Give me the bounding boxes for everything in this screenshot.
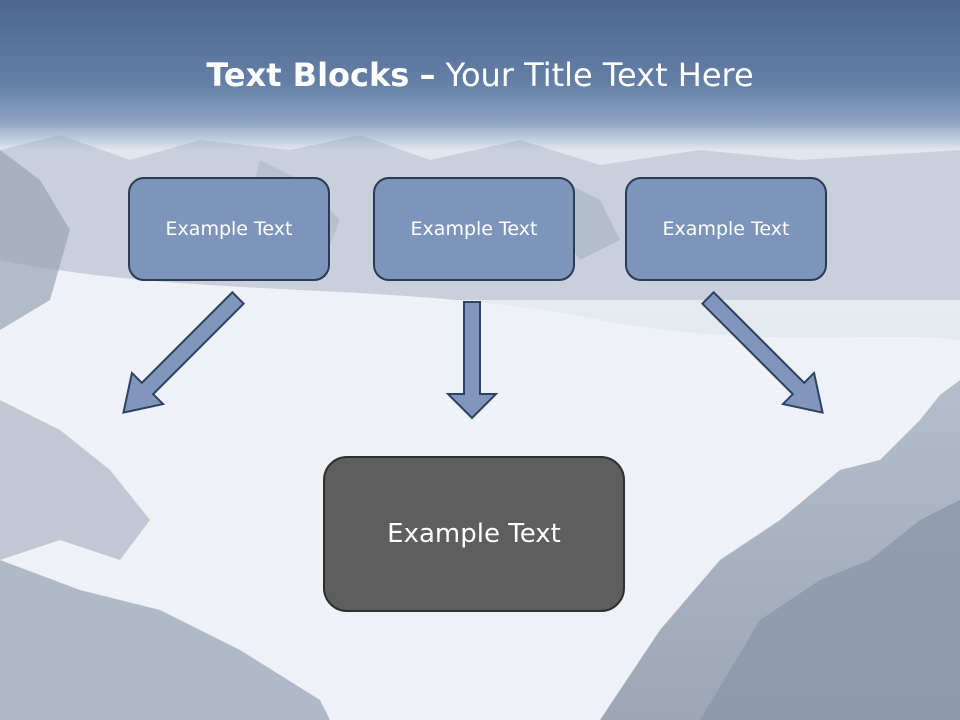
text-block-2-label: Example Text — [410, 218, 538, 240]
text-block-3[interactable]: Example Text — [625, 177, 827, 281]
arrow-left — [122, 290, 246, 414]
main-text-block-label: Example Text — [387, 519, 561, 549]
arrow-right — [700, 290, 824, 414]
text-block-3-label: Example Text — [662, 218, 790, 240]
title-bold: Text Blocks — [206, 56, 410, 94]
text-block-1[interactable]: Example Text — [128, 177, 330, 281]
slide-title: Text Blocks – Your Title Text Here — [0, 52, 960, 98]
title-band — [0, 0, 960, 150]
main-text-block[interactable]: Example Text — [323, 456, 625, 612]
arrow-center — [445, 301, 499, 420]
title-dash: – — [419, 56, 436, 94]
text-block-1-label: Example Text — [165, 218, 293, 240]
text-block-2[interactable]: Example Text — [373, 177, 575, 281]
title-rest: Your Title Text Here — [435, 56, 754, 94]
